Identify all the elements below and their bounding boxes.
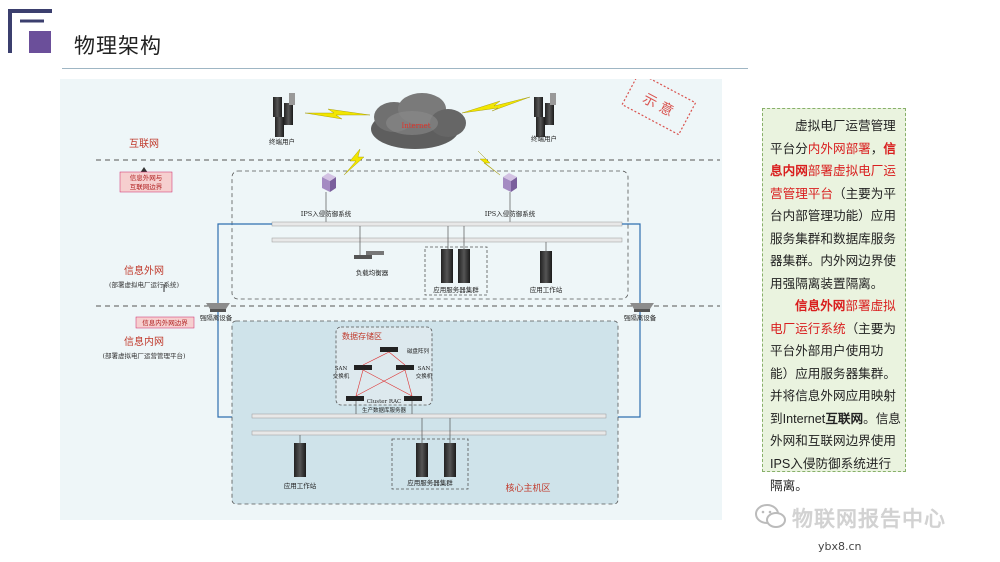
app-cluster-int-label: 应用服务器集群 bbox=[407, 478, 453, 487]
isolation-left-label: 强隔离设备 bbox=[200, 313, 233, 322]
ips-right-icon bbox=[503, 173, 517, 192]
boundary-badge-internet bbox=[119, 171, 173, 193]
zone-internal-label: 信息内网 bbox=[124, 335, 164, 348]
watermark: 物联网报告中心 bbox=[754, 500, 984, 534]
note-paragraph-2: 信息外网部署虚拟电厂运行系统（主要为平台外部用户使用功能）应用服务器集群。并将信… bbox=[770, 295, 901, 498]
zone-external-sub: (部署虚拟电厂运行系统) bbox=[109, 280, 180, 289]
external-zone-box bbox=[231, 170, 629, 300]
core-zone-label: 核心主机区 bbox=[505, 482, 550, 494]
lightning-icon bbox=[461, 96, 531, 114]
note-seg: （主要为平台外部用户使用功能）应用服务器集群。并将信息外网应用映射到Intern… bbox=[770, 321, 896, 426]
isolation-link-left bbox=[217, 223, 272, 303]
external-bus-upper bbox=[271, 221, 623, 227]
server-icon bbox=[416, 443, 428, 477]
zone-internal-sub: (部署虚拟电厂运营管理平台) bbox=[102, 351, 186, 360]
san-right-label-1: SAN bbox=[418, 366, 431, 372]
disk-array-label: 磁盘阵列 bbox=[407, 347, 430, 355]
db-cluster-label-2: 生产数据库服务器 bbox=[362, 406, 407, 414]
server-icon bbox=[441, 249, 453, 283]
description-note: 虚拟电厂运营管理平台分内外网部署，信息内网部署虚拟电厂运营管理平台（主要为平台内… bbox=[762, 108, 906, 493]
note-seg: 部署虚拟电厂运行系统 bbox=[770, 299, 896, 336]
terminal-user-left-label: 终端用户 bbox=[269, 137, 295, 146]
ips-left-icon bbox=[322, 173, 336, 192]
wechat-icon bbox=[755, 504, 786, 528]
note-seg: 内外网部署 bbox=[807, 141, 871, 156]
watermark-text: 物联网报告中心 bbox=[792, 507, 946, 531]
title-divider bbox=[62, 68, 748, 69]
isolation-right-icon bbox=[630, 303, 654, 312]
internal-bus-lower bbox=[251, 430, 607, 436]
db-server-icon bbox=[404, 396, 422, 401]
server-icon bbox=[458, 249, 470, 283]
terminal-user-right-icon bbox=[534, 93, 556, 137]
terminal-user-left-icon bbox=[273, 93, 295, 137]
internet-cloud-icon bbox=[371, 93, 466, 149]
app-cluster-int-box bbox=[391, 438, 469, 490]
workstation-ext-label: 应用工作站 bbox=[530, 285, 563, 294]
note-seg: 虚拟电厂运营管理平台分 bbox=[770, 119, 896, 156]
boundary-internet-line2: 互联网边界 bbox=[130, 182, 163, 191]
san-cross-links bbox=[355, 351, 413, 397]
architecture-diagram: 互联网 信息外网与 互联网边界 信息外网 (部署虚拟电厂运行系统) 信息内外网边… bbox=[60, 79, 722, 520]
note-seg: 。信息外网和互联网边界使用IPS入侵防御系统进行隔离。 bbox=[770, 411, 901, 494]
stamp-text: 示 意 bbox=[640, 90, 677, 120]
note-seg: 部署虚拟电厂运营管理平台 bbox=[770, 164, 896, 201]
note-seg: 信息外网 bbox=[795, 299, 846, 313]
isolation-right-label: 强隔离设备 bbox=[624, 313, 657, 322]
internal-bus-upper bbox=[251, 413, 607, 419]
zone-external-label: 信息外网 bbox=[124, 264, 164, 277]
boundary-badge-internal bbox=[135, 316, 195, 329]
site-label: ybx8.cn bbox=[818, 540, 862, 553]
note-paragraph-1: 虚拟电厂运营管理平台分内外网部署，信息内网部署虚拟电厂运营管理平台（主要为平台内… bbox=[770, 115, 901, 295]
boundary-internal-label: 信息内外网边界 bbox=[142, 318, 188, 327]
page-title: 物理架构 bbox=[74, 34, 162, 58]
server-icon bbox=[444, 443, 456, 477]
disk-array-icon bbox=[380, 347, 398, 352]
san-left-label-1: SAN bbox=[335, 366, 348, 372]
boundary-internet-line1: 信息外网与 bbox=[130, 173, 163, 182]
san-right-icon bbox=[396, 365, 414, 370]
note-seg: （主要为平台内部管理功能）应用服务集群和数据库服务器集群。内外网边界使用强隔离装… bbox=[770, 186, 896, 291]
external-bus-lower bbox=[271, 237, 623, 243]
zone-internet-label: 互联网 bbox=[129, 138, 159, 150]
workstation-ext-icon bbox=[540, 251, 552, 283]
san-left-label-2: 交换机 bbox=[333, 372, 350, 380]
isolation-left-icon bbox=[206, 303, 230, 312]
san-left-icon bbox=[354, 365, 372, 370]
internal-zone-box bbox=[231, 320, 619, 505]
terminal-user-right-label: 终端用户 bbox=[531, 134, 557, 143]
note-seg: 互联网 bbox=[825, 411, 864, 426]
lightning-icon bbox=[477, 150, 501, 176]
db-server-icon bbox=[346, 396, 364, 401]
lightning-icon bbox=[304, 108, 371, 120]
storage-zone-box bbox=[335, 326, 433, 406]
app-cluster-ext-label: 应用服务器集群 bbox=[433, 285, 479, 294]
load-balancer-icon bbox=[354, 251, 384, 259]
cloud-label: Internet bbox=[401, 122, 430, 130]
isolation-link-right bbox=[622, 223, 641, 303]
app-cluster-ext-box bbox=[424, 246, 488, 296]
san-right-label-2: 交换机 bbox=[416, 372, 433, 380]
note-seg: 信息内网 bbox=[770, 141, 896, 179]
logo-icon bbox=[8, 9, 54, 55]
storage-zone-label: 数据存储区 bbox=[342, 331, 382, 341]
workstation-int-label: 应用工作站 bbox=[284, 481, 317, 490]
load-balancer-label: 负载均衡器 bbox=[356, 268, 389, 277]
stamp-box: 示 意 bbox=[621, 79, 697, 136]
workstation-int-icon bbox=[294, 443, 306, 477]
note-seg: ， bbox=[870, 141, 884, 156]
db-cluster-label-1: Cluster RAC bbox=[367, 399, 402, 405]
lightning-icon bbox=[343, 148, 365, 176]
